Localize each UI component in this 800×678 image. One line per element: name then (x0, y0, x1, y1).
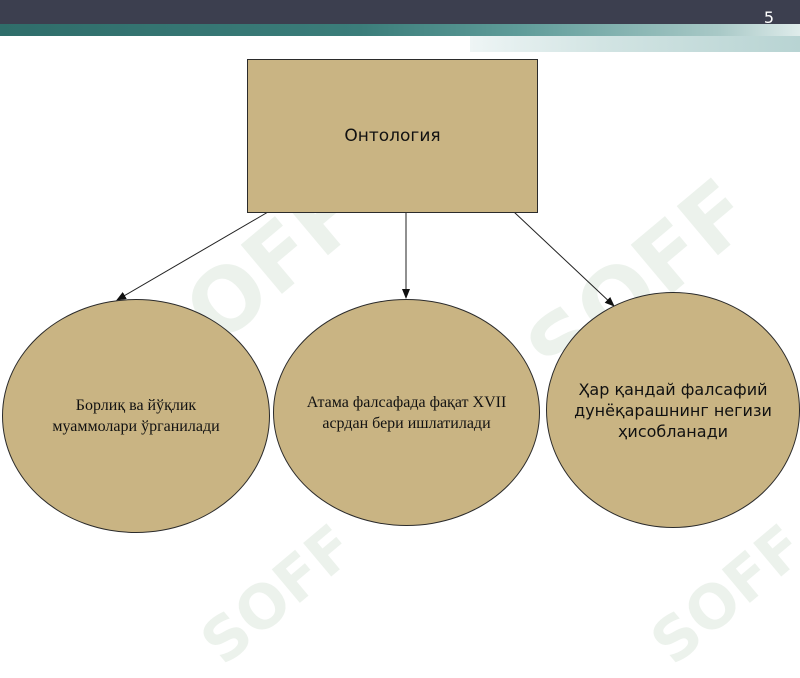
child-node-label: Атама фалсафада фақат XVII асрдан бери и… (306, 393, 507, 432)
arrow-right (513, 211, 615, 307)
header-bar (0, 0, 800, 24)
child-node-right: Ҳар қандай фалсафий дунёқарашнинг негизи… (546, 292, 800, 528)
child-node-label: Борлиқ ва йўқлик муаммолари ўрганилади (52, 397, 220, 435)
child-node-center: Атама фалсафада фақат XVII асрдан бери и… (273, 299, 540, 526)
root-node-ontology: Онтология (247, 59, 538, 213)
header-accent-stripe (0, 24, 800, 36)
page-number: 5 (763, 8, 774, 27)
header-accent-stripe-light (470, 36, 800, 52)
arrow-left (116, 211, 269, 301)
connector-arrows (116, 211, 615, 307)
child-node-left: Борлиқ ва йўқлик муаммолари ўрганилади (2, 299, 270, 533)
root-node-label: Онтология (344, 126, 441, 146)
child-node-label: Ҳар қандай фалсафий дунёқарашнинг негизи… (574, 379, 772, 441)
